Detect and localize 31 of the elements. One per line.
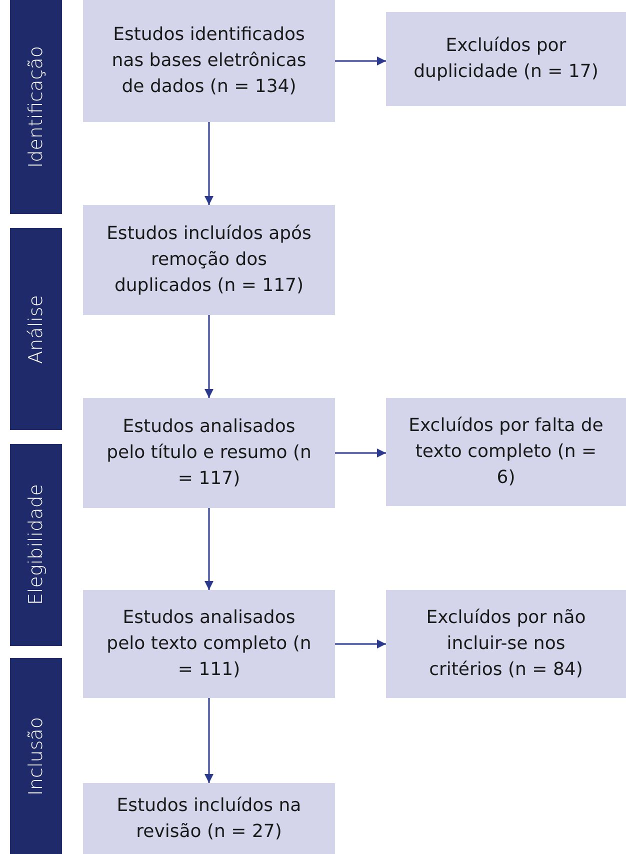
stage-band — [10, 444, 62, 646]
arrow — [335, 448, 386, 458]
stage-label: Identificação — [25, 46, 47, 168]
arrow — [204, 698, 214, 783]
box-text: Excluídos por não incluir-se nos critérios (n = 84) — [425, 606, 587, 682]
stage-label: Elegibilidade — [25, 484, 47, 606]
arrow — [204, 508, 214, 590]
arrow — [204, 315, 214, 398]
box-text: Estudos analisados pelo texto completo (n = 111) — [106, 606, 312, 682]
process-box — [83, 398, 335, 508]
stage-band — [10, 228, 62, 430]
stage-band — [10, 658, 62, 854]
arrow — [204, 122, 214, 205]
process-box — [386, 398, 626, 506]
box-text: Excluídos por duplicidade (n = 17) — [412, 34, 600, 84]
process-box — [83, 0, 335, 122]
arrow — [335, 640, 386, 648]
stage-label: Inclusão — [25, 716, 47, 796]
stage-band — [10, 0, 62, 214]
box-text: Excluídos por falta de texto completo (n = 6) — [408, 414, 604, 490]
process-box — [83, 590, 335, 698]
arrow — [335, 56, 386, 66]
process-box — [83, 783, 335, 854]
box-text: Estudos incluídos na revisão (n = 27) — [116, 794, 302, 844]
box-text: Estudos incluídos após remoção dos duplicados (n = 117) — [106, 222, 312, 298]
box-text: Estudos analisados pelo título e resumo (n = 117) — [106, 415, 312, 491]
process-box — [386, 590, 626, 698]
box-text: Estudos identificados nas bases eletrônicas de dados (n = 134) — [110, 23, 308, 99]
stage-label: Análise — [25, 294, 47, 364]
process-box — [83, 205, 335, 315]
process-box — [386, 12, 626, 106]
